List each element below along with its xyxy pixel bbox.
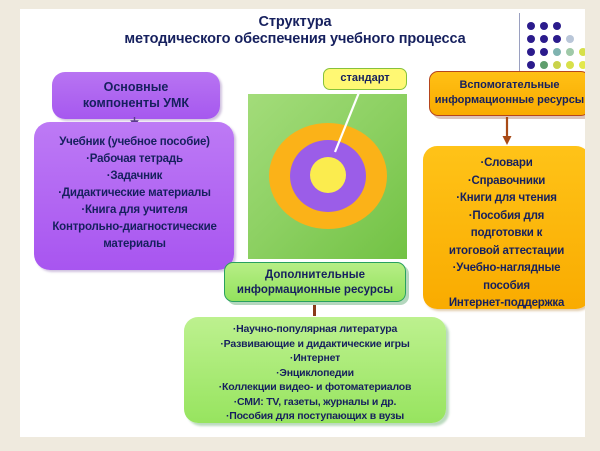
dot-icon [540, 61, 548, 69]
right-group-connector-arrow [502, 117, 512, 145]
right-group-item-list: ·Словари ·Справочники ·Книги для чтения … [418, 155, 585, 313]
dot-icon [579, 61, 585, 69]
dot-icon [579, 48, 585, 56]
page-title-line2: методического обеспечения учебного проце… [124, 31, 466, 47]
list-item: ·Развивающие и дидактические игры [220, 337, 410, 350]
dot-icon [540, 22, 548, 30]
bottom-group-header-line2: информационные ресурсы [236, 284, 394, 296]
list-item: ·Словари [480, 157, 533, 169]
center-diagram-panel [248, 94, 407, 259]
bottom-group-header[interactable]: Дополнительные информационные ресурсы [224, 262, 406, 302]
right-group-header-line2: информационные ресурсы [434, 94, 585, 106]
list-item: ·Справочники [467, 174, 546, 187]
right-group-header-line1: Вспомогательные [459, 79, 560, 91]
list-item: ·Рабочая тетрадь [86, 153, 183, 165]
left-group-header[interactable]: Основные компоненты УМК [52, 72, 220, 119]
dot-icon [527, 48, 535, 56]
ring-center-yellow [310, 157, 346, 193]
dot-icon [527, 61, 535, 69]
header-divider [519, 13, 520, 75]
list-item: ·Задачник [106, 170, 163, 182]
list-item: ·Пособия для [468, 209, 545, 222]
list-item: ·Энциклопедии [276, 366, 354, 379]
list-item: итоговой аттестации [448, 244, 565, 257]
list-item: Учебник (учебное пособие) [59, 136, 210, 148]
dot-icon [553, 22, 561, 30]
dot-icon [553, 35, 561, 43]
dot-icon [553, 48, 561, 56]
page-title-line1: Структура [258, 14, 332, 30]
slide-canvas: Структура методического обеспечения учеб… [20, 9, 585, 437]
dot-grid-decoration [527, 22, 585, 82]
left-group-body-panel [34, 122, 234, 270]
list-item: ·Научно-популярная литература [232, 323, 398, 335]
list-item: ·Пособия для поступающих в вузы [225, 410, 405, 422]
list-item: Контрольно-диагностические [52, 221, 217, 233]
list-item: Интернет-поддержка [448, 297, 565, 309]
dot-icon [540, 48, 548, 56]
list-item: подготовки к [470, 227, 543, 239]
dot-icon [527, 22, 535, 30]
dot-icon [540, 35, 548, 43]
list-item: ·Учебно-наглядные [452, 262, 561, 274]
dot-icon [566, 61, 574, 69]
standard-callout[interactable]: стандарт [323, 68, 407, 90]
bottom-group-item-list: ·Научно-популярная литература ·Развивающ… [184, 322, 446, 424]
dot-icon [566, 35, 574, 43]
left-group-header-line1: Основные [103, 80, 169, 94]
bottom-group-body-panel [184, 317, 446, 423]
right-group-header[interactable]: Вспомогательные информационные ресурсы [429, 71, 585, 116]
list-item: ·Интернет [289, 352, 341, 364]
bottom-group-connector-line [313, 305, 316, 316]
list-item: ·Книги для чтения [456, 192, 557, 204]
dot-icon [527, 35, 535, 43]
bottom-group-header-line1: Дополнительные [265, 269, 365, 281]
list-item: ·СМИ: TV, газеты, журналы и др. [233, 395, 397, 408]
list-item: ·Дидактические материалы [58, 187, 211, 199]
dot-icon [553, 61, 561, 69]
list-item: ·Книга для учителя [81, 204, 188, 216]
list-item: ·Коллекции видео- и фотоматериалов [218, 381, 412, 393]
list-item: пособия [483, 279, 530, 292]
left-group-item-list: Учебник (учебное пособие) ·Рабочая тетра… [22, 134, 247, 253]
list-item: материалы [103, 238, 166, 250]
right-group-body-panel [423, 146, 585, 309]
left-group-header-line2: компоненты УМК [82, 96, 190, 110]
dot-icon [566, 48, 574, 56]
page-title: Структура методического обеспечения учеб… [75, 14, 515, 48]
